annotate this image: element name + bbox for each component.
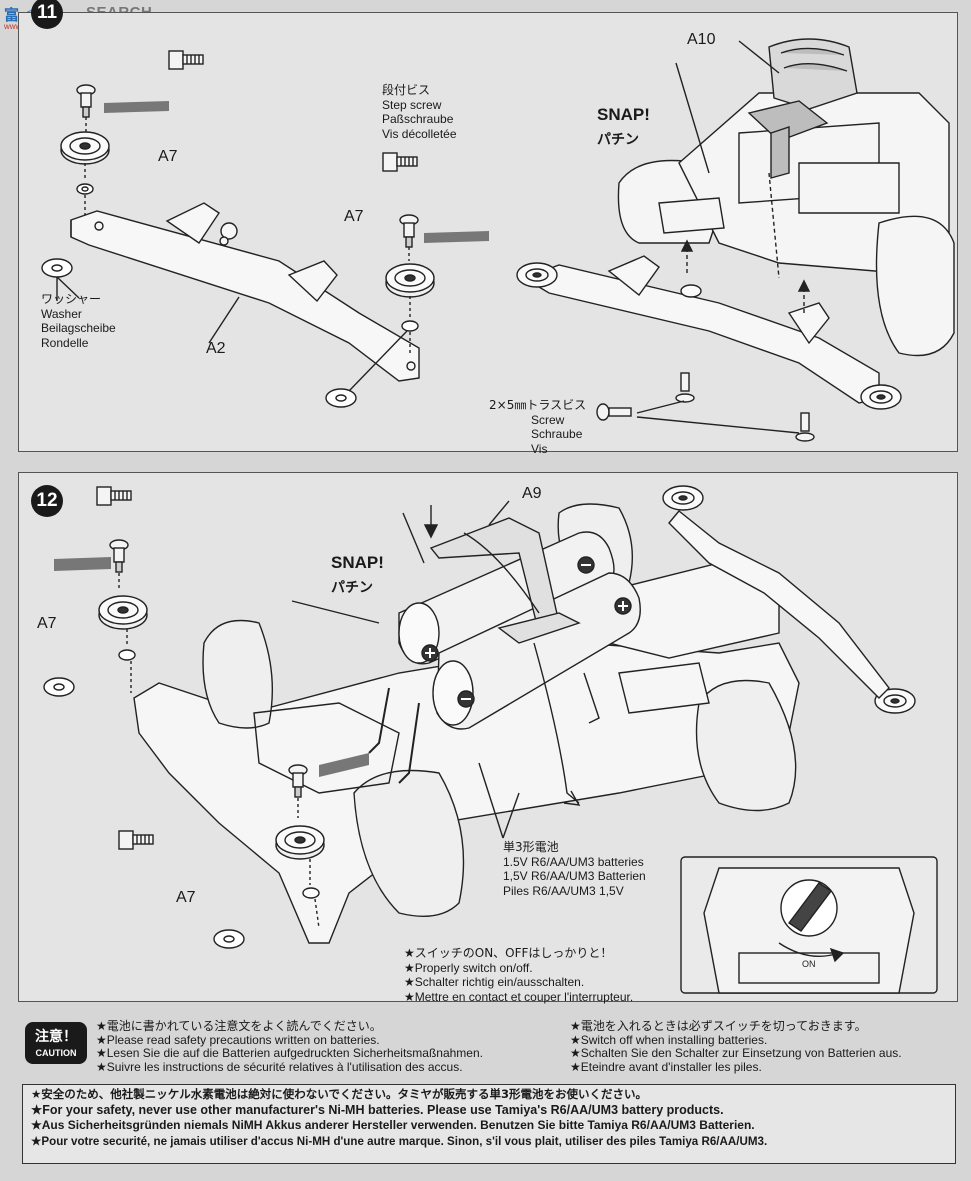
- battery-2: [432, 572, 641, 730]
- step-11-diagram: [41, 38, 955, 442]
- switch-note-fr: ★Mettre en contact et couper l'interrupt…: [404, 989, 634, 1004]
- snap-label-11: SNAP! パチン: [597, 105, 650, 149]
- label-a2: A2: [206, 340, 226, 357]
- step-screw-fr: Vis décolletée: [382, 126, 457, 141]
- battery-en: 1.5V R6/AA/UM3 batteries: [503, 854, 644, 869]
- safety-jp: ★安全のため、他社製ニッケル水素電池は絶対に使わないでください。タミヤが販売する…: [31, 1087, 647, 1101]
- truss-screw-fr: Vis: [531, 441, 548, 456]
- switch-note-de: ★Schalter richtig ein/ausschalten.: [404, 975, 585, 989]
- snap-label-12: SNAP! パチン: [331, 553, 384, 597]
- caution-right-fr: ★Eteindre avant d'installer les piles.: [570, 1059, 762, 1074]
- caution-right-en: ★Switch off when installing batteries.: [570, 1032, 768, 1047]
- a10-part: [747, 38, 858, 179]
- caution-left-en: ★Please read safety precautions written …: [96, 1032, 380, 1047]
- roller-top-right: [662, 485, 704, 511]
- caution-badge-jp: 注意！: [35, 1029, 77, 1045]
- step-screw-jp: 段付ビス: [382, 83, 431, 97]
- roller-a7-bottom-12: [275, 825, 325, 860]
- washer-fr: Rondelle: [41, 335, 89, 350]
- caution-right: ★電池を入れるときは必ずスイッチを切っておきます。 ★Switch off wh…: [570, 1019, 902, 1074]
- truss-screw-sample: [596, 403, 632, 421]
- step-11-number: 11: [31, 0, 63, 29]
- truss-screw-de: Schraube: [531, 427, 583, 441]
- roller-right-mid: [874, 688, 916, 714]
- step-screw-de: Paßschraube: [382, 112, 454, 126]
- switch-note-en: ★Properly switch on/off.: [404, 960, 533, 975]
- switch-note-jp: ★スイッチのON、OFFはしっかりと！: [404, 946, 613, 960]
- a9-holder: [429, 517, 581, 644]
- step-screw-sample: [382, 152, 418, 172]
- caution-left-de: ★Lesen Sie die auf die Batterien aufgedr…: [96, 1046, 483, 1060]
- snap-en: SNAP!: [597, 105, 650, 124]
- truss-screw-label: 2×5㎜トラスビス Screw Schraube Vis: [489, 398, 586, 456]
- truss-screw-jp: 2×5㎜トラスビス: [489, 398, 587, 412]
- caution-left-fr: ★Suivre les instructions de sécurité rel…: [96, 1059, 463, 1074]
- truss-screw-1: [675, 372, 695, 403]
- step-12-number: 12: [31, 485, 63, 517]
- washer-jp: ワッシャー: [41, 292, 102, 306]
- snap-jp: パチン: [597, 132, 639, 148]
- label-a7-top-12: A7: [37, 615, 57, 632]
- truss-screw-en: Screw: [531, 412, 565, 427]
- truss-screw-2: [795, 412, 815, 442]
- washer-label: ワッシャー Washer Beilagscheibe Rondelle: [41, 292, 116, 350]
- roller-a7-top-12: [98, 595, 148, 630]
- battery-1: [398, 531, 615, 665]
- step-screw-label: 段付ビス Step screw Paßschraube Vis décollet…: [382, 83, 457, 141]
- caution-badge-en: CAUTION: [35, 1048, 77, 1058]
- roller-a7-left: [60, 131, 110, 165]
- battery-fr: Piles R6/AA/UM3 1,5V: [503, 883, 624, 898]
- roller-a7-mid: [385, 263, 435, 298]
- caution-right-jp: ★電池を入れるときは必ずスイッチを切っておきます。: [570, 1019, 867, 1033]
- washer-en: Washer: [41, 306, 82, 321]
- safety-de: ★Aus Sicherheitsgründen niemals NiMH Akk…: [31, 1118, 755, 1132]
- snap-jp-12: パチン: [331, 580, 373, 596]
- step-12-diagram: ON: [43, 485, 938, 994]
- label-a9: A9: [522, 485, 542, 502]
- battery-jp: 単3形電池: [503, 840, 559, 854]
- roller-right-1: [516, 262, 558, 288]
- step-screw-sample-12: [118, 830, 154, 850]
- caution-right-de: ★Schalten Sie den Schalter zur Einsetzun…: [570, 1046, 902, 1060]
- glue-tube: [104, 101, 169, 113]
- step-screw-en: Step screw: [382, 97, 442, 112]
- chassis-body: [617, 92, 955, 357]
- caution-left: ★電池に書かれている注意文をよく読んでください。 ★Please read sa…: [96, 1019, 483, 1074]
- safety-box: ★安全のため、他社製ニッケル水素電池は絶対に使わないでください。タミヤが販売する…: [22, 1084, 956, 1164]
- safety-en: ★For your safety, never use other manufa…: [31, 1102, 724, 1117]
- step-11-panel: 11: [18, 0, 958, 456]
- roller-right-2: [860, 384, 902, 410]
- caution-left-jp: ★電池に書かれている注意文をよく読んでください。: [96, 1019, 382, 1033]
- label-a7-mid: A7: [344, 208, 364, 225]
- chassis-12: [133, 503, 800, 944]
- label-a7-left: A7: [158, 148, 178, 165]
- switch-inset: [680, 856, 938, 994]
- a2-bracket: [70, 202, 420, 382]
- roller-right-3: [680, 284, 702, 298]
- washer-de: Beilagscheibe: [41, 321, 116, 335]
- a2-bracket-assembled: [522, 255, 880, 404]
- caution-badge: 注意！ CAUTION: [25, 1022, 87, 1064]
- step-screw-stacked: [76, 84, 96, 118]
- switch-notes: ★スイッチのON、OFFはしっかりと！ ★Properly switch on/…: [404, 946, 633, 1004]
- label-a7-bottom-12: A7: [176, 889, 196, 906]
- step-12-panel: 12: [18, 472, 958, 1004]
- step-screw-loose: [168, 50, 204, 70]
- switch-on-text: ON: [802, 959, 816, 969]
- step-screw-loose-12: [96, 486, 132, 506]
- label-a10: A10: [687, 31, 716, 48]
- snap-en-12: SNAP!: [331, 553, 384, 572]
- battery-label: 単3形電池 1.5V R6/AA/UM3 batteries 1,5V R6/A…: [503, 840, 646, 898]
- safety-fr: ★Pour votre securité, ne jamais utiliser…: [31, 1134, 768, 1148]
- battery-de: 1,5V R6/AA/UM3 Batterien: [503, 869, 646, 883]
